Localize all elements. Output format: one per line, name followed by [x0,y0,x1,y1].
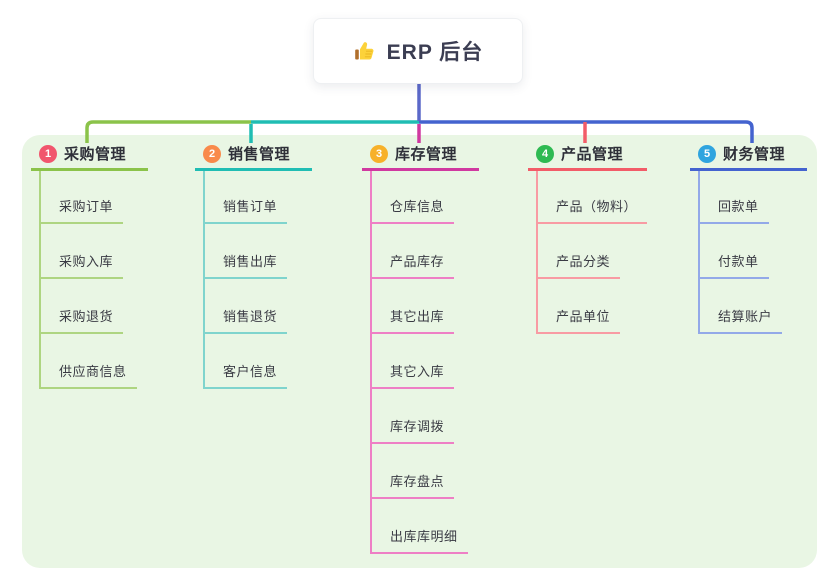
child-node[interactable]: 销售退货 [205,306,288,334]
child-node[interactable]: 采购退货 [41,306,124,334]
child-row: 采购退货 [41,279,148,334]
branch-product-header[interactable]: 4 产品管理 [528,144,648,171]
child-node[interactable]: 销售订单 [205,196,288,224]
child-node[interactable]: 结算账户 [700,306,783,334]
branch-sales: 2 销售管理 销售订单 销售出库 销售退货 客户信息 [195,144,313,389]
branch-number-badge: 4 [536,144,554,163]
child-row: 付款单 [700,224,807,279]
branch-number-badge: 2 [203,144,221,163]
child-row: 其它出库 [372,279,479,334]
branch-label: 库存管理 [395,146,458,163]
child-node[interactable]: 出库库明细 [372,526,468,554]
branch-label: 销售管理 [228,146,291,163]
child-row: 产品分类 [538,224,647,279]
child-node[interactable]: 产品（物料） [538,196,648,224]
child-row: 采购入库 [41,224,148,279]
child-row: 销售退货 [205,279,312,334]
branch-label: 产品管理 [561,146,624,163]
child-row: 供应商信息 [41,334,148,389]
background-panel [22,135,817,568]
branch-product: 4 产品管理 产品（物料） 产品分类 产品单位 [528,144,648,334]
child-node[interactable]: 产品单位 [538,306,621,334]
branch-finance: 5 财务管理 回款单 付款单 结算账户 [690,144,808,334]
branch-inventory: 3 库存管理 仓库信息 产品库存 其它出库 其它入库 库存调拨 库存盘点 出库库… [362,144,480,554]
child-row: 结算账户 [700,279,807,334]
child-node[interactable]: 回款单 [700,196,769,224]
branch-purchase: 1 采购管理 采购订单 采购入库 采购退货 供应商信息 [31,144,149,389]
branch-inventory-children: 仓库信息 产品库存 其它出库 其它入库 库存调拨 库存盘点 出库库明细 [370,171,479,554]
child-node[interactable]: 产品分类 [538,251,621,279]
child-row: 销售出库 [205,224,312,279]
child-row: 产品库存 [372,224,479,279]
child-node[interactable]: 供应商信息 [41,361,137,389]
child-node[interactable]: 库存调拨 [372,416,455,444]
child-node[interactable]: 客户信息 [205,361,288,389]
branch-number-badge: 3 [370,144,388,163]
thumbs-up-icon [353,39,377,63]
child-node[interactable]: 其它出库 [372,306,455,334]
child-node[interactable]: 产品库存 [372,251,455,279]
child-row: 产品单位 [538,279,647,334]
branch-purchase-children: 采购订单 采购入库 采购退货 供应商信息 [39,171,148,389]
child-row: 仓库信息 [372,171,479,224]
child-row: 其它入库 [372,334,479,389]
branch-purchase-header[interactable]: 1 采购管理 [31,144,149,171]
branch-number-badge: 1 [39,144,57,163]
child-node[interactable]: 销售出库 [205,251,288,279]
child-node[interactable]: 其它入库 [372,361,455,389]
child-row: 客户信息 [205,334,312,389]
child-row: 库存盘点 [372,444,479,499]
branch-number-badge: 5 [698,144,716,163]
child-node[interactable]: 采购订单 [41,196,124,224]
child-row: 回款单 [700,171,807,224]
child-node[interactable]: 库存盘点 [372,471,455,499]
child-row: 采购订单 [41,171,148,224]
branch-finance-children: 回款单 付款单 结算账户 [698,171,807,334]
child-node[interactable]: 仓库信息 [372,196,455,224]
child-row: 库存调拨 [372,389,479,444]
branch-inventory-header[interactable]: 3 库存管理 [362,144,480,171]
child-row: 销售订单 [205,171,312,224]
child-row: 出库库明细 [372,499,479,554]
root-label: ERP 后台 [386,41,484,64]
child-node[interactable]: 付款单 [700,251,769,279]
branch-label: 财务管理 [723,146,786,163]
child-node[interactable]: 采购入库 [41,251,124,279]
branch-sales-header[interactable]: 2 销售管理 [195,144,313,171]
branch-label: 采购管理 [64,146,127,163]
branch-sales-children: 销售订单 销售出库 销售退货 客户信息 [203,171,312,389]
child-row: 产品（物料） [538,171,648,224]
root-node[interactable]: ERP 后台 [313,18,523,84]
branch-product-children: 产品（物料） 产品分类 产品单位 [536,171,648,334]
branch-finance-header[interactable]: 5 财务管理 [690,144,808,171]
